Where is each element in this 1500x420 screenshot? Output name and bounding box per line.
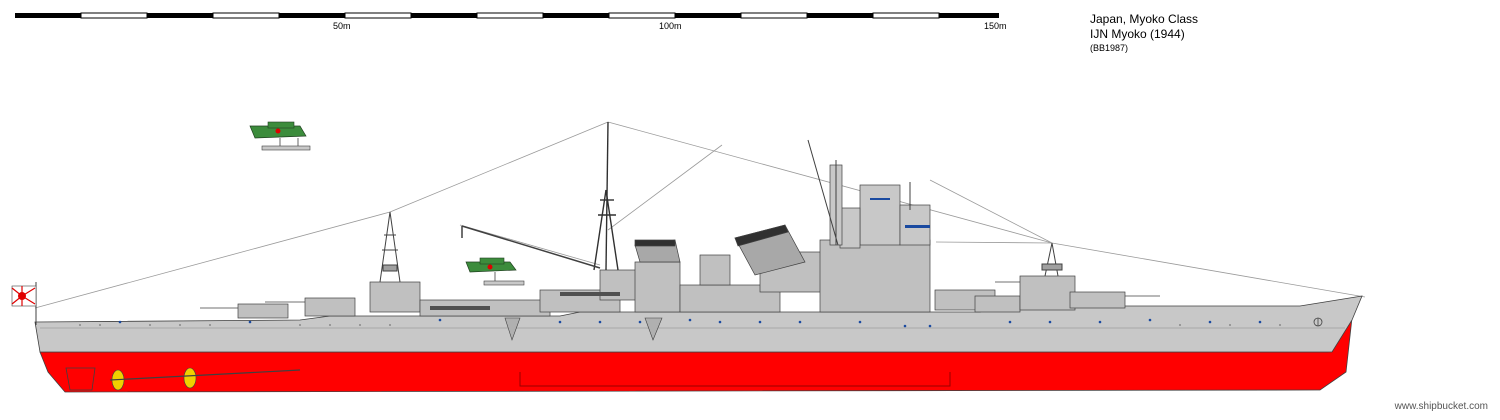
scale-label-100m: 100m	[659, 21, 682, 31]
scale-label-150m: 150m	[984, 21, 1007, 31]
aft-turrets	[200, 281, 421, 319]
ship-title: IJN Myoko (1944)	[1090, 27, 1185, 41]
artist-credit: (BB1987)	[1090, 43, 1129, 53]
title-block: Japan, Myoko Class IJN Myoko (1944) (BB1…	[1090, 12, 1198, 55]
forward-turrets	[934, 275, 1160, 313]
bridge-windows	[870, 198, 930, 228]
scale-bar	[15, 12, 999, 19]
anchor-icon	[1313, 317, 1323, 327]
deck-dark-strip	[430, 292, 620, 310]
rising-sun-ensign-icon	[11, 282, 37, 325]
main-mast	[593, 121, 619, 271]
rudder	[65, 367, 96, 391]
portholes	[118, 318, 1262, 328]
class-title: Japan, Myoko Class	[1090, 12, 1199, 26]
propeller-shafts	[109, 369, 301, 381]
torpedo-bulge-fwd	[644, 317, 663, 341]
bilge-keel	[519, 372, 951, 387]
floatplane-flying-icon	[249, 121, 311, 151]
scale-bar-segments	[15, 12, 999, 19]
crane	[461, 225, 601, 269]
foremast	[807, 139, 911, 246]
scale-label-50m: 50m	[333, 21, 351, 31]
bridge	[829, 164, 931, 249]
site-credit: www.shipbucket.com	[1394, 401, 1488, 412]
aft-mast	[379, 211, 401, 283]
scuttles	[79, 324, 1281, 326]
forward-tower	[1041, 242, 1063, 277]
funnels	[634, 224, 806, 276]
floatplane-icon	[465, 257, 525, 286]
torpedo-bulge-aft	[504, 317, 521, 341]
